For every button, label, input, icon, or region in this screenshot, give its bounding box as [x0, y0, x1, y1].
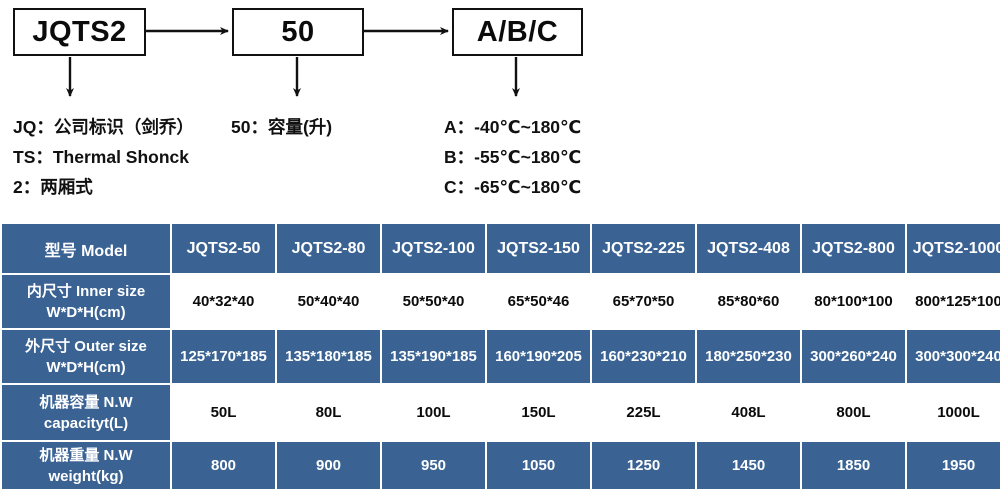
cell-inner-5: 65*70*50: [592, 275, 695, 328]
header-model-6: JQTS2-408: [697, 224, 800, 273]
cell-inner-8: 800*125*100: [907, 275, 1000, 328]
row-label-line-1: 机器重量 N.W: [39, 446, 133, 464]
legend-model-line-1: JQ：公司标识（剑乔）: [13, 117, 194, 137]
cell-weight-1: 800: [172, 442, 275, 489]
table-row: 机器重量 N.W weight(kg) 800 900 950 1050 125…: [2, 442, 1000, 489]
cell-weight-3: 950: [382, 442, 485, 489]
cell-capacity-5: 225L: [592, 385, 695, 440]
row-label-line-1: 外尺寸 Outer size: [25, 337, 147, 355]
row-label-line-2: W*D*H(cm): [46, 358, 126, 376]
row-label-outer-size: 外尺寸 Outer size W*D*H(cm): [2, 330, 170, 383]
cell-outer-1: 125*170*185: [172, 330, 275, 383]
cell-inner-1: 40*32*40: [172, 275, 275, 328]
cell-inner-3: 50*50*40: [382, 275, 485, 328]
cell-inner-6: 85*80*60: [697, 275, 800, 328]
header-model-3: JQTS2-100: [382, 224, 485, 273]
cell-capacity-3: 100L: [382, 385, 485, 440]
cell-outer-2: 135*180*185: [277, 330, 380, 383]
table-row: 内尺寸 Inner size W*D*H(cm) 40*32*40 50*40*…: [2, 275, 1000, 328]
legend-volume-line-1: 50：容量(升): [231, 117, 333, 137]
row-label-capacity: 机器容量 N.W capacityt(L): [2, 385, 170, 440]
table-row: 外尺寸 Outer size W*D*H(cm) 125*170*185 135…: [2, 330, 1000, 383]
legend-volume-code: 50：容量(升): [231, 112, 332, 142]
row-label-line-2: capacityt(L): [43, 414, 129, 432]
model-code-diagram: JQTS2 50 A/B/C JQ：公司标识（剑乔） TS：Thermal Sh…: [0, 0, 1000, 218]
row-label-inner-size: 内尺寸 Inner size W*D*H(cm): [2, 275, 170, 328]
legend-temp-line-b: B：-55℃~180℃: [444, 147, 582, 167]
cell-weight-6: 1450: [697, 442, 800, 489]
table-row: 机器容量 N.W capacityt(L) 50L 80L 100L 150L …: [2, 385, 1000, 440]
row-label-line-1: 内尺寸 Inner size: [26, 282, 146, 300]
cell-inner-7: 80*100*100: [802, 275, 905, 328]
header-label-model: 型号 Model: [2, 224, 170, 273]
row-label-line-2: W*D*H(cm): [46, 303, 126, 321]
table-header-row: 型号 Model JQTS2-50 JQTS2-80 JQTS2-100 JQT…: [2, 224, 1000, 273]
legend-temp-line-c: C：-65℃~180℃: [444, 177, 582, 197]
header-model-1: JQTS2-50: [172, 224, 275, 273]
diagram-box-volume-code: 50: [232, 8, 364, 56]
cell-capacity-7: 800L: [802, 385, 905, 440]
cell-weight-4: 1050: [487, 442, 590, 489]
cell-capacity-8: 1000L: [907, 385, 1000, 440]
cell-weight-5: 1250: [592, 442, 695, 489]
cell-inner-4: 65*50*46: [487, 275, 590, 328]
cell-outer-6: 180*250*230: [697, 330, 800, 383]
header-model-8: JQTS2-1000: [907, 224, 1000, 273]
legend-model-line-3: 2：两厢式: [13, 177, 93, 197]
diagram-box-model-code: JQTS2: [13, 8, 146, 56]
legend-temperature-range: A：-40℃~180℃ B：-55℃~180℃ C：-65℃~180℃: [444, 112, 581, 202]
cell-outer-7: 300*260*240: [802, 330, 905, 383]
cell-capacity-1: 50L: [172, 385, 275, 440]
header-model-2: JQTS2-80: [277, 224, 380, 273]
cell-outer-8: 300*300*240: [907, 330, 1000, 383]
row-label-line-1: 机器容量 N.W: [39, 393, 133, 411]
cell-inner-2: 50*40*40: [277, 275, 380, 328]
legend-model-line-2: TS：Thermal Shonck: [13, 147, 190, 167]
specifications-table: 型号 Model JQTS2-50 JQTS2-80 JQTS2-100 JQT…: [0, 222, 1000, 491]
row-label-line-2: weight(kg): [48, 467, 124, 485]
cell-outer-5: 160*230*210: [592, 330, 695, 383]
header-model-4: JQTS2-150: [487, 224, 590, 273]
cell-weight-8: 1950: [907, 442, 1000, 489]
cell-outer-4: 160*190*205: [487, 330, 590, 383]
legend-model-code: JQ：公司标识（剑乔） TS：Thermal Shonck 2：两厢式: [13, 112, 194, 202]
cell-capacity-4: 150L: [487, 385, 590, 440]
row-label-weight: 机器重量 N.W weight(kg): [2, 442, 170, 489]
cell-weight-2: 900: [277, 442, 380, 489]
cell-weight-7: 1850: [802, 442, 905, 489]
legend-temp-line-a: A：-40℃~180℃: [444, 117, 582, 137]
cell-capacity-6: 408L: [697, 385, 800, 440]
header-model-7: JQTS2-800: [802, 224, 905, 273]
diagram-box-temp-code: A/B/C: [452, 8, 583, 56]
cell-capacity-2: 80L: [277, 385, 380, 440]
header-model-5: JQTS2-225: [592, 224, 695, 273]
cell-outer-3: 135*190*185: [382, 330, 485, 383]
